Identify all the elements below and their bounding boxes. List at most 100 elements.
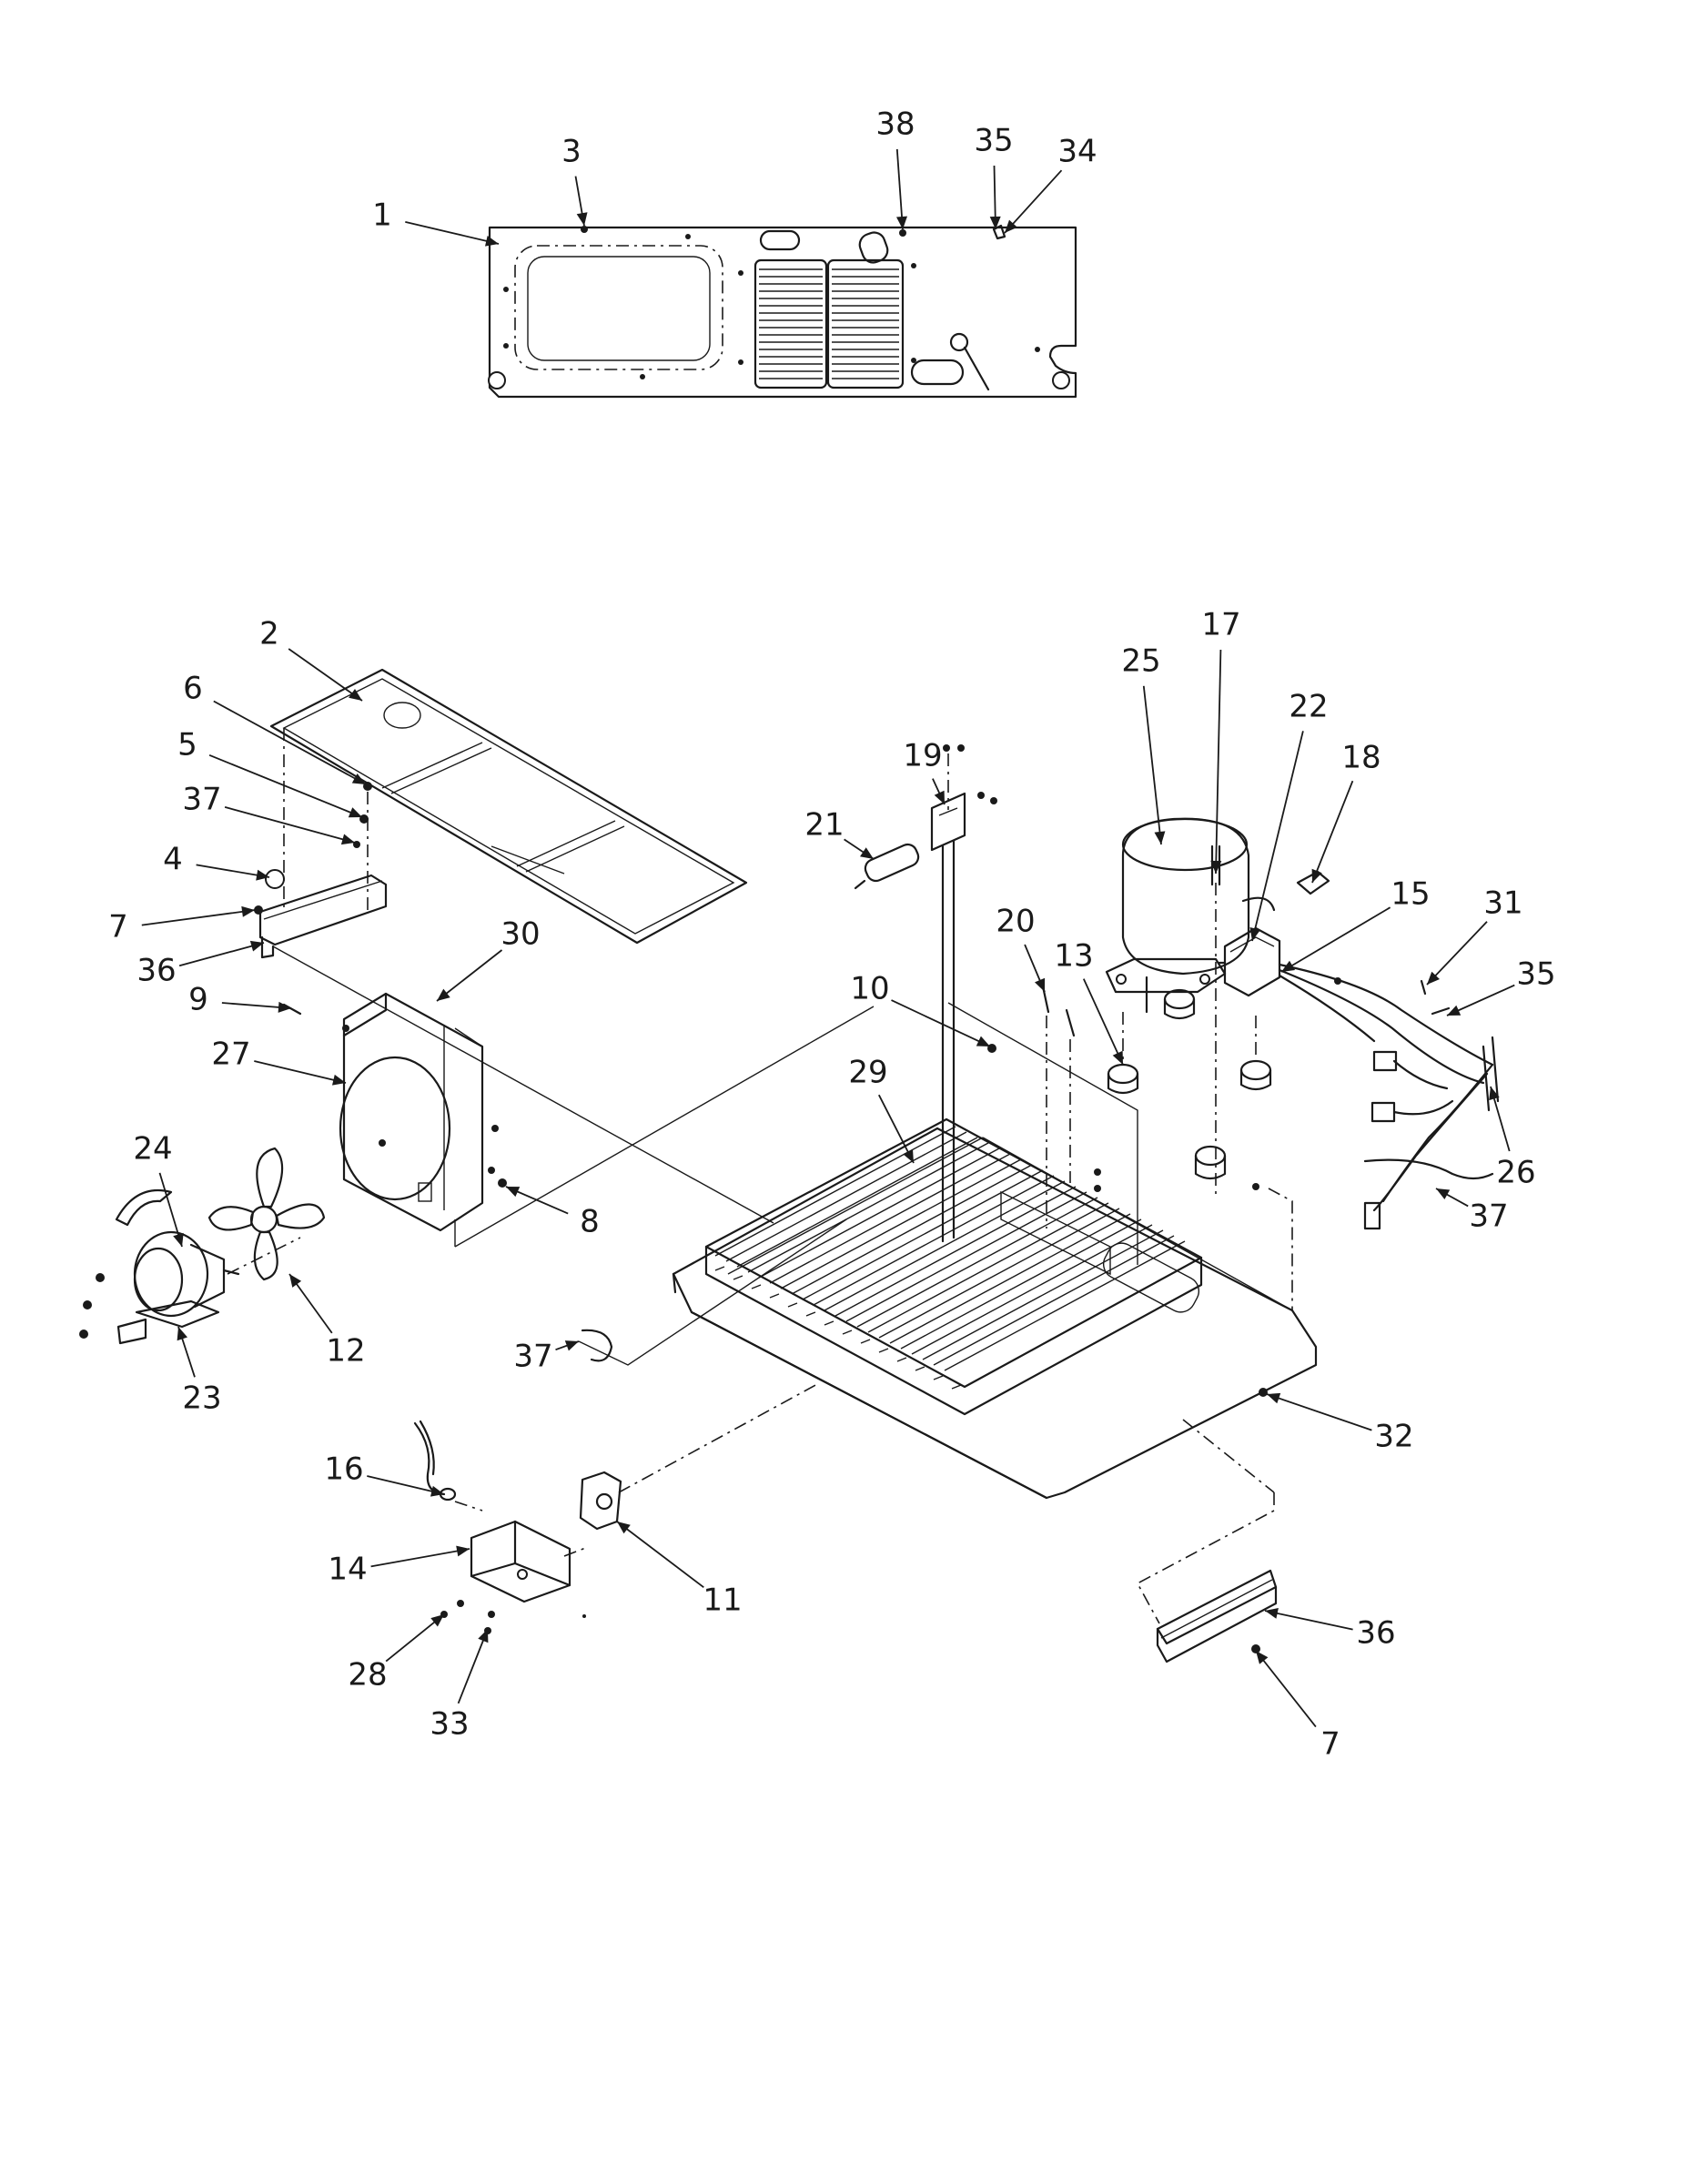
callout-label-c35b: 35: [1516, 956, 1555, 993]
callout-label-c24: 24: [133, 1131, 172, 1168]
callout-label-c21: 21: [804, 807, 844, 844]
screw-30: [342, 1025, 349, 1032]
relay-bracket: [930, 744, 997, 1243]
screws-31: [1334, 977, 1427, 996]
compressor: [1105, 817, 1276, 1014]
callout-label-c32: 32: [1374, 1419, 1413, 1455]
arrowhead-c7b: [1256, 1651, 1269, 1664]
arrowhead-c1: [485, 236, 499, 247]
leader-c22: [1251, 731, 1304, 942]
arrowhead-c4: [256, 869, 269, 881]
arrowhead-c33: [478, 1629, 489, 1643]
callout-label-c37a: 37: [182, 782, 221, 818]
arrowhead-c18: [1311, 868, 1322, 883]
callout-label-c19: 19: [903, 738, 942, 774]
callout-label-c2: 2: [259, 616, 279, 652]
leader-c1: [405, 221, 500, 245]
callout-label-c34: 34: [1057, 134, 1097, 170]
leader-c31: [1426, 921, 1488, 986]
callout-label-c17: 17: [1201, 607, 1240, 643]
callout-label-c3: 3: [561, 134, 582, 170]
leader-c32: [1266, 1393, 1372, 1431]
callout-label-c6: 6: [183, 671, 203, 707]
callout-label-c5: 5: [177, 727, 197, 763]
arrowhead-c31: [1427, 971, 1440, 985]
callout-label-c11: 11: [703, 1582, 742, 1619]
arrowhead-c36b: [1265, 1608, 1279, 1619]
capacitor-21: [854, 843, 920, 890]
leader-c5: [208, 753, 363, 818]
fan-motor: [79, 1188, 240, 1339]
callout-label-c1: 1: [372, 197, 392, 234]
screw-8: [498, 1178, 507, 1188]
arrowhead-c30: [437, 988, 450, 1001]
leader-c14: [370, 1548, 470, 1568]
leader-c33: [457, 1628, 489, 1704]
arrowhead-c29: [903, 1148, 914, 1163]
grommet-4: [265, 869, 285, 889]
left-bracket: [258, 874, 388, 959]
leader-c15: [1280, 906, 1391, 973]
arrowhead-c37a: [340, 834, 355, 845]
screw-32: [1259, 1388, 1268, 1397]
leader-c7a: [141, 909, 256, 926]
arrowhead-c5: [348, 807, 362, 818]
arrowhead-c26: [1489, 1087, 1500, 1101]
arrowhead-c8: [506, 1187, 521, 1198]
callout-label-c28: 28: [348, 1657, 387, 1694]
arrowhead-c23: [177, 1327, 187, 1341]
arrowhead-c38: [896, 216, 907, 229]
arrowhead-c25: [1154, 831, 1166, 844]
leader-c2: [288, 648, 363, 702]
callout-label-c36b: 36: [1356, 1615, 1395, 1652]
arrowhead-c21: [860, 847, 874, 859]
leader-c10: [891, 999, 991, 1047]
leader-c16: [367, 1475, 445, 1495]
callout-label-c38: 38: [875, 106, 915, 143]
leader-c17: [1215, 649, 1222, 875]
fan-shroud: [339, 992, 499, 1232]
arrowhead-c32: [1267, 1392, 1281, 1404]
arrowhead-c10: [976, 1036, 990, 1046]
rear-panel: [488, 224, 1077, 399]
leader-c24: [158, 1172, 183, 1248]
arrowhead-c2: [349, 689, 362, 701]
cover-18: [1296, 870, 1330, 895]
wiring-harness: [1278, 963, 1500, 1230]
leader-c6: [213, 700, 367, 785]
arrowhead-c27: [332, 1074, 346, 1086]
callout-label-c15: 15: [1391, 876, 1430, 913]
bracket-14: [440, 1520, 571, 1634]
callout-label-c7b: 7: [1320, 1726, 1340, 1763]
callout-label-c37c: 37: [1469, 1198, 1508, 1235]
leader-c7b: [1255, 1650, 1317, 1728]
callout-label-c4: 4: [163, 842, 183, 878]
panel-louver-right: [826, 258, 905, 389]
leader-c13: [1082, 978, 1124, 1066]
callout-label-c25: 25: [1121, 643, 1160, 680]
callout-label-c14: 14: [328, 1552, 367, 1588]
callout-label-c33: 33: [430, 1706, 469, 1743]
arrowhead-c6: [351, 774, 366, 784]
callout-label-c10: 10: [850, 971, 889, 1007]
callout-label-c13: 13: [1054, 938, 1093, 975]
leader-c36a: [178, 942, 265, 967]
callout-label-c22: 22: [1289, 689, 1328, 725]
callout-label-c26: 26: [1496, 1155, 1535, 1191]
drain-pan: [269, 668, 748, 945]
condenser-base: [672, 1127, 1318, 1500]
panel-louver-left: [753, 258, 828, 389]
arrowhead-c24: [173, 1232, 184, 1247]
right-bracket: [1156, 1569, 1278, 1663]
callout-label-c8: 8: [580, 1204, 600, 1240]
leader-c38: [895, 148, 904, 230]
callout-label-c16: 16: [324, 1451, 363, 1488]
callout-label-c23: 23: [182, 1380, 221, 1417]
arrowhead-c15: [1281, 960, 1296, 972]
callout-label-c36a: 36: [137, 953, 176, 989]
leader-c11: [616, 1521, 704, 1589]
arrowhead-c19: [934, 790, 945, 804]
arrowhead-c16: [430, 1485, 444, 1497]
arrowhead-c20: [1035, 977, 1046, 992]
leader-c25: [1142, 685, 1162, 845]
